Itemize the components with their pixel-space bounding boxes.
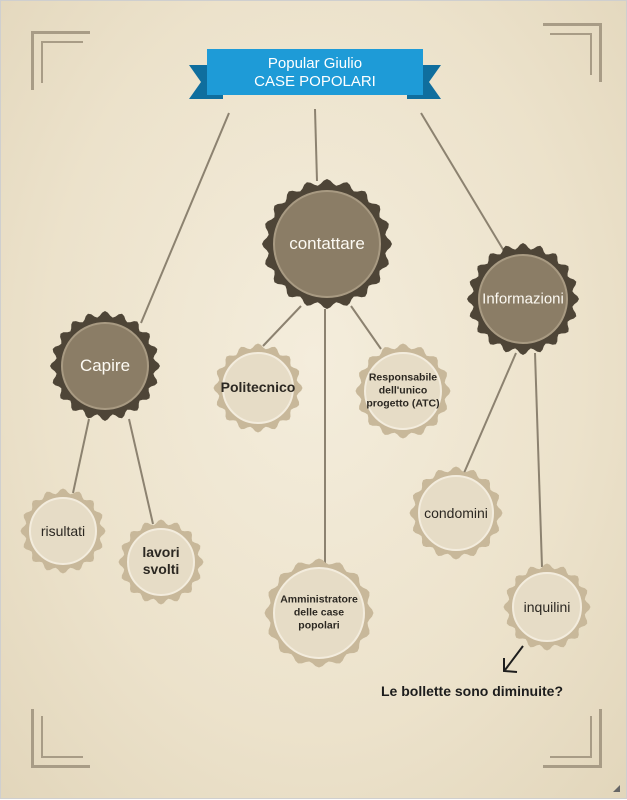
connector-capire-risultati — [72, 418, 90, 494]
corner-ornament-top-right — [542, 23, 602, 83]
node-informazioni — [467, 243, 579, 355]
node-face — [364, 352, 442, 430]
node-inquilini — [503, 563, 591, 651]
node-face — [512, 572, 582, 642]
node-condomini — [409, 466, 503, 560]
corner-ornament-bottom-right — [542, 708, 602, 768]
node-responsabile — [355, 343, 451, 439]
nodes — [20, 179, 591, 668]
page-title: Popular Giulio CASE POPOLARI — [254, 55, 376, 91]
connector-informazioni-condomini — [463, 352, 517, 474]
title-line-1: Popular Giulio — [267, 55, 363, 72]
node-face — [418, 475, 494, 551]
node-contattare — [262, 179, 392, 309]
title-ribbon — [189, 49, 441, 99]
node-face — [127, 528, 195, 596]
title-line-2: CASE POPOLARI — [254, 73, 376, 90]
node-capire — [50, 311, 160, 421]
connector-capire-lavori — [128, 418, 154, 525]
arrow-down-left-icon — [503, 645, 524, 673]
connectors — [72, 108, 543, 568]
annotation-question: Le bollette sono diminuite? — [381, 683, 563, 699]
resize-handle-icon[interactable] — [613, 785, 620, 792]
node-face — [273, 190, 381, 298]
node-risultati — [20, 488, 106, 574]
corner-ornament-bottom-left — [31, 708, 91, 768]
node-face — [61, 322, 149, 410]
connector-title-contattare — [314, 108, 318, 182]
node-face — [478, 254, 568, 344]
node-face — [29, 497, 97, 565]
connector-contattare-politecnico — [262, 305, 302, 347]
corner-ornament-top-left — [31, 31, 91, 91]
connector-informazioni-inquilini — [534, 352, 543, 568]
node-amministratore — [264, 558, 374, 668]
node-face — [273, 567, 365, 659]
connector-title-informazioni — [420, 112, 505, 252]
node-politecnico — [213, 343, 303, 433]
node-face — [222, 352, 294, 424]
connector-contattare-responsabile — [350, 305, 382, 350]
ribbon-band — [207, 49, 423, 95]
node-lavori-svolti — [118, 519, 204, 605]
connector-title-capire — [140, 112, 230, 324]
